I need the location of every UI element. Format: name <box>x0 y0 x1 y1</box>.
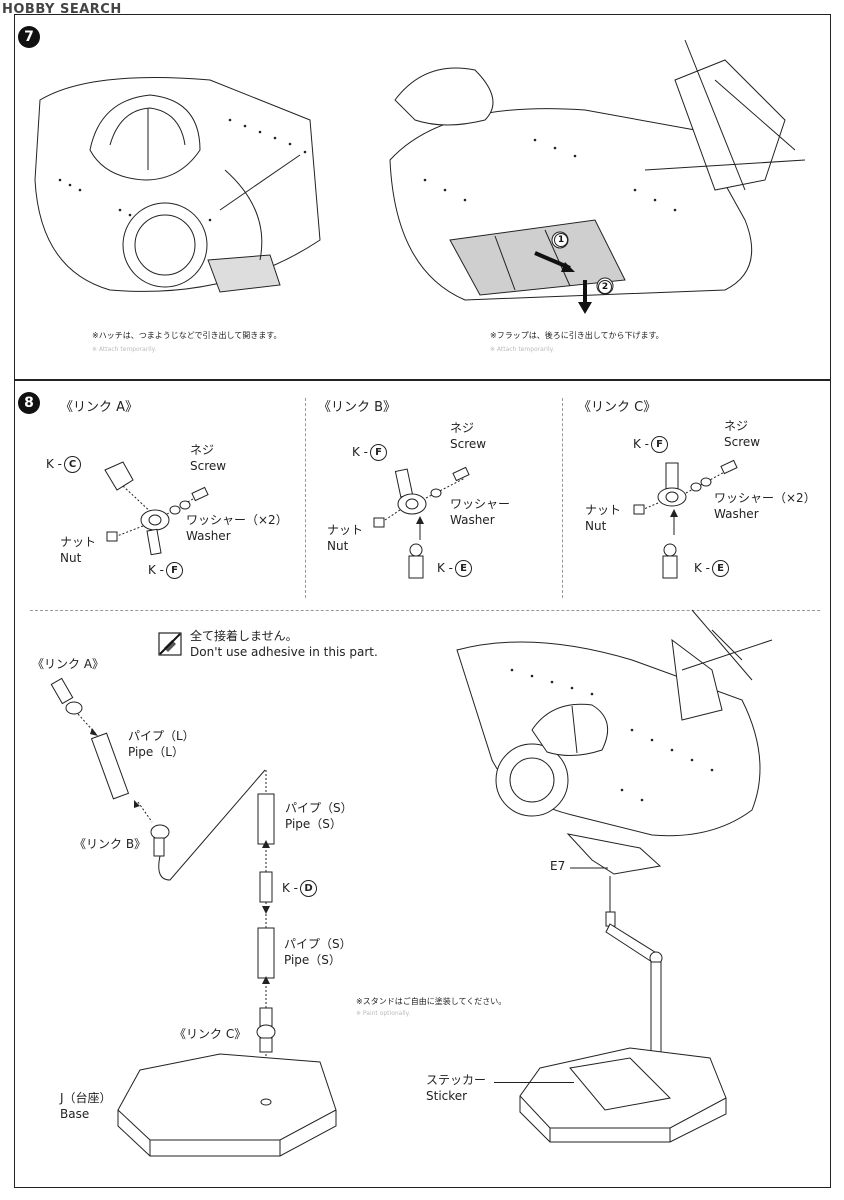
link-a-nut-label: ナット Nut <box>60 534 96 566</box>
link-c-washer-label: ワッシャー（×2） Washer <box>714 490 816 522</box>
divider-horizontal <box>30 610 820 611</box>
link-b-screw-label: ネジ Screw <box>450 420 486 452</box>
link-c-nut-ja: ナット <box>585 503 622 517</box>
kd-label: K -D <box>282 880 318 897</box>
link-a-screw-label: ネジ Screw <box>190 442 226 474</box>
link-a-nut-en: Nut <box>60 551 82 566</box>
link-b-screw-en: Screw <box>450 437 487 452</box>
no-adhesive-en: Don't use adhesive in this part. <box>190 645 378 660</box>
link-b-washer-ja: ワッシャー <box>450 497 511 511</box>
base-ja: J（台座） <box>60 1091 112 1105</box>
step7-left-note-sub: ※ Attach temporarily. <box>92 346 157 353</box>
step7-number: 7 <box>18 26 40 48</box>
link-a-part-bottom: K -F <box>148 562 184 579</box>
flap-arrow-1-label: 1 <box>554 233 568 247</box>
pipe-s1-ja: パイプ（S） <box>285 801 353 815</box>
divider-ab <box>305 398 306 598</box>
link-c-nut-en: Nut <box>585 519 607 534</box>
link-c-washer-ja: ワッシャー（×2） <box>714 491 816 505</box>
link-b-washer-label: ワッシャー Washer <box>450 496 510 528</box>
no-adhesive-ja: 全て接着しません。 <box>190 629 298 643</box>
pipe-s2-label: パイプ（S） Pipe（S） <box>284 936 352 968</box>
link-c-title: 《リンク C》 <box>578 400 657 415</box>
step8-number: 8 <box>18 392 40 414</box>
link-b-part-top: K -F <box>352 444 388 461</box>
link-a-washer-label: ワッシャー（×2） Washer <box>186 512 288 544</box>
link-c-washer-en: Washer <box>714 507 759 522</box>
link-b-part-top-letter: F <box>370 444 388 461</box>
link-a-part-top: K -C <box>46 456 82 473</box>
pipe-l-label: パイプ（L） Pipe（L） <box>128 728 195 760</box>
flap-arrow-2-label: 2 <box>598 280 612 294</box>
sticker-label: ステッカー Sticker <box>426 1072 486 1104</box>
pipe-s2-en: Pipe（S） <box>284 953 341 968</box>
link-b-part-bottom-letter: E <box>455 560 473 577</box>
sticker-leader-line <box>494 1082 574 1083</box>
link-b-part-top-prefix: K - <box>352 445 369 459</box>
flap-illustration <box>389 39 806 314</box>
link-a-diagram <box>104 461 209 556</box>
kd-prefix: K - <box>282 881 299 895</box>
base-en: Base <box>60 1107 90 1122</box>
watermark-logo: HOBBY SEARCH <box>2 2 122 17</box>
divider-bc <box>562 398 563 598</box>
link-c-part-bottom-letter: E <box>712 560 730 577</box>
stand-link-a-label: 《リンク A》 <box>32 657 105 671</box>
step7-right-note: ※フラップは、後ろに引き出してから下げます。 <box>490 331 664 340</box>
link-a-washer-en: Washer <box>186 529 231 544</box>
pipe-l-en: Pipe（L） <box>128 745 184 760</box>
link-c-part-top-letter: F <box>651 436 669 453</box>
no-adhesive-text: 全て接着しません。 Don't use adhesive in this par… <box>190 628 378 660</box>
link-c-screw-label: ネジ Screw <box>724 418 760 450</box>
e7-label: E7 <box>550 859 566 873</box>
link-a-part-top-prefix: K - <box>46 457 63 471</box>
link-c-part-bottom-prefix: K - <box>694 561 711 575</box>
step7-panel <box>14 14 831 380</box>
link-b-part-bottom: K -E <box>437 560 473 577</box>
no-adhesive-icon <box>158 632 182 656</box>
sticker-en: Sticker <box>426 1089 468 1104</box>
link-a-part-bottom-prefix: K - <box>148 563 165 577</box>
link-c-screw-en: Screw <box>724 435 761 450</box>
paint-note: ※スタンドはご自由に塗装してください。 <box>356 997 507 1006</box>
link-a-screw-en: Screw <box>190 459 227 474</box>
link-a-part-top-letter: C <box>64 456 82 473</box>
link-c-diagram <box>633 459 738 579</box>
link-b-title: 《リンク B》 <box>318 400 397 415</box>
pipe-s1-en: Pipe（S） <box>285 817 342 832</box>
link-b-nut-ja: ナット <box>327 523 364 537</box>
link-c-part-top-prefix: K - <box>633 437 650 451</box>
link-c-nut-label: ナット Nut <box>585 502 621 534</box>
link-b-part-bottom-prefix: K - <box>437 561 454 575</box>
link-a-screw-ja: ネジ <box>190 443 215 457</box>
link-c-screw-ja: ネジ <box>724 419 749 433</box>
stand-exploded-diagram <box>50 677 337 1157</box>
pipe-l-ja: パイプ（L） <box>128 729 195 743</box>
sticker-ja: ステッカー <box>426 1073 487 1087</box>
link-b-nut-label: ナット Nut <box>327 522 363 554</box>
link-b-nut-en: Nut <box>327 539 349 554</box>
step7-left-note: ※ハッチは、つまようじなどで引き出して開きます。 <box>92 331 282 340</box>
link-b-screw-ja: ネジ <box>450 421 475 435</box>
link-c-part-bottom: K -E <box>694 560 730 577</box>
paint-note-sub: ※ Paint optionally. <box>356 1010 411 1017</box>
link-a-nut-ja: ナット <box>60 535 97 549</box>
stand-link-b-label: 《リンク B》 <box>74 837 147 851</box>
assembled-aircraft-illustration <box>456 609 773 837</box>
base-label: J（台座） Base <box>60 1090 112 1122</box>
pipe-s1-label: パイプ（S） Pipe（S） <box>285 800 353 832</box>
link-a-title: 《リンク A》 <box>60 400 139 415</box>
step7-right-note-sub: ※ Attach temporarily. <box>490 346 555 353</box>
link-b-washer-en: Washer <box>450 513 495 528</box>
link-a-washer-ja: ワッシャー（×2） <box>186 513 288 527</box>
step8-panel <box>14 380 831 1188</box>
pipe-s2-ja: パイプ（S） <box>284 937 352 951</box>
link-c-part-top: K -F <box>633 436 669 453</box>
link-a-part-bottom-letter: F <box>166 562 184 579</box>
kd-letter: D <box>300 880 318 897</box>
assembled-stand-illustration <box>519 833 727 1143</box>
stand-link-c-label: 《リンク C》 <box>174 1027 247 1041</box>
link-b-diagram <box>373 466 470 579</box>
hatch-illustration <box>34 77 321 293</box>
